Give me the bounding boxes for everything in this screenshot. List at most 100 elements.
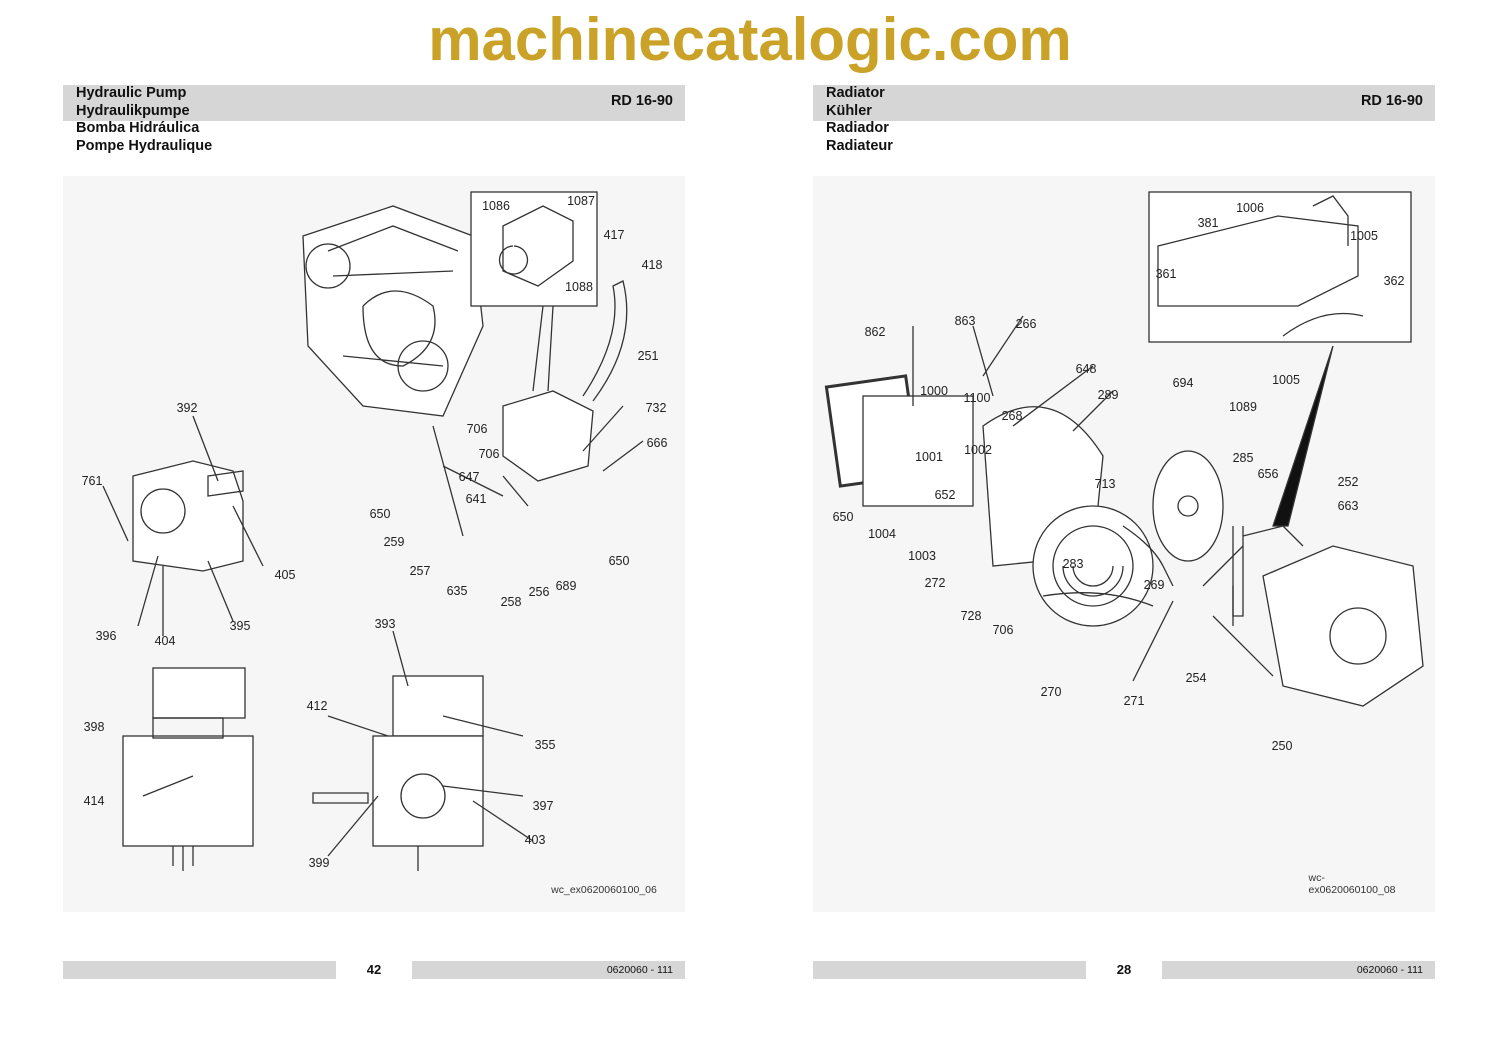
header-bar (813, 85, 1435, 121)
part-callout: 706 (992, 622, 1014, 637)
footer-bar-left (813, 961, 1086, 979)
header-bar (63, 85, 685, 121)
part-callout: 283 (1062, 556, 1084, 571)
title-de: Hydraulikpumpe (76, 102, 190, 119)
title-en: Radiator (826, 85, 885, 101)
part-callout: 641 (465, 491, 487, 506)
part-callout: 258 (500, 594, 522, 609)
exploded-diagram-radiator (813, 176, 1435, 912)
part-callout: 289 (1097, 387, 1119, 402)
part-callout: 1001 (915, 449, 943, 464)
page-number: 42 (366, 962, 382, 977)
part-callout: 1000 (920, 383, 948, 398)
document-number: 0620060 - 111 (606, 964, 673, 976)
part-callout: 713 (1094, 476, 1116, 491)
part-callout: 393 (374, 616, 396, 631)
part-callout: 399 (308, 855, 330, 870)
footer-bar-right (1162, 961, 1435, 979)
part-callout: 412 (306, 698, 328, 713)
part-callout: 694 (1172, 375, 1194, 390)
part-callout: 656 (1257, 466, 1279, 481)
part-callout: 404 (154, 633, 176, 648)
model-label: RD 16-90 (1360, 93, 1423, 109)
part-callout: 362 (1383, 273, 1405, 288)
part-callout: 1005 (1350, 228, 1378, 243)
title-de: Kühler (826, 102, 872, 119)
part-callout: 256 (528, 584, 550, 599)
title-es: Bomba Hidráulica (76, 120, 200, 136)
part-callout: 728 (960, 608, 982, 623)
part-callout: 706 (478, 446, 500, 461)
part-callout: 257 (409, 563, 431, 578)
part-callout: 418 (641, 257, 663, 272)
part-callout: 666 (646, 435, 668, 450)
part-callout: 285 (1232, 450, 1254, 465)
part-callout: 272 (924, 575, 946, 590)
title-en: Hydraulic Pump (76, 85, 187, 101)
part-callout: 381 (1197, 215, 1219, 230)
figure-reference: wc_ex0620060100_06 (551, 884, 657, 896)
section-titles: Radiator Kühler Radiador Radiateur (826, 85, 893, 155)
part-callout: 1100 (963, 390, 991, 405)
part-callout: 271 (1123, 693, 1145, 708)
part-callout: 251 (637, 348, 659, 363)
part-callout: 1006 (1236, 200, 1264, 215)
part-callout: 1089 (1229, 399, 1257, 414)
part-callout: 648 (1075, 361, 1097, 376)
part-callout: 689 (555, 578, 577, 593)
part-callout: 414 (83, 793, 105, 808)
part-callout: 862 (864, 324, 886, 339)
left-page: Hydraulic Pump Hydraulikpumpe Bomba Hidr… (63, 0, 685, 1061)
title-es: Radiador (826, 120, 889, 136)
part-callout: 1087 (567, 193, 595, 208)
title-fr: Pompe Hydraulique (76, 137, 213, 154)
part-callout: 761 (81, 473, 103, 488)
part-callout: 398 (83, 719, 105, 734)
part-callout: 647 (458, 469, 480, 484)
part-callout: 706 (466, 421, 488, 436)
part-callout: 650 (369, 506, 391, 521)
part-callout: 650 (832, 509, 854, 524)
pump-line-art (102, 191, 644, 871)
part-callout: 732 (645, 400, 667, 415)
part-callout: 266 (1015, 316, 1037, 331)
part-callout: 269 (1143, 577, 1165, 592)
footer-bar-left (63, 961, 336, 979)
right-page: Radiator Kühler Radiador Radiateur RD 16… (813, 0, 1435, 1061)
part-callout: 397 (532, 798, 554, 813)
radiator-line-art (824, 191, 1424, 707)
title-fr: Radiateur (826, 137, 893, 154)
part-callout: 1003 (908, 548, 936, 563)
part-callout: 355 (534, 737, 556, 752)
part-callout: 396 (95, 628, 117, 643)
part-callout: 635 (446, 583, 468, 598)
footer-bar-right (412, 961, 685, 979)
part-callout: 268 (1001, 408, 1023, 423)
part-callout: 270 (1040, 684, 1062, 699)
part-callout: 663 (1337, 498, 1359, 513)
figure-reference: wc-ex0620060100_08 (1308, 872, 1396, 896)
part-callout: 1005 (1272, 372, 1300, 387)
part-callout: 252 (1337, 474, 1359, 489)
part-callout: 250 (1271, 738, 1293, 753)
model-label: RD 16-90 (610, 93, 673, 109)
exploded-diagram-hydraulic-pump (63, 176, 685, 912)
part-callout: 259 (383, 534, 405, 549)
page-number: 28 (1116, 962, 1132, 977)
part-callout: 1002 (964, 442, 992, 457)
part-callout: 652 (934, 487, 956, 502)
part-callout: 650 (608, 553, 630, 568)
section-titles: Hydraulic Pump Hydraulikpumpe Bomba Hidr… (76, 85, 212, 155)
part-callout: 395 (229, 618, 251, 633)
watermark: machinecatalogic.com (428, 6, 1072, 73)
part-callout: 417 (603, 227, 625, 242)
part-callout: 1004 (868, 526, 896, 541)
part-callout: 392 (176, 400, 198, 415)
part-callout: 1088 (565, 279, 593, 294)
part-callout: 254 (1185, 670, 1207, 685)
part-callout: 1086 (482, 198, 510, 213)
part-callout: 863 (954, 313, 976, 328)
part-callout: 405 (274, 567, 296, 582)
document-number: 0620060 - 111 (1356, 964, 1423, 976)
part-callout: 361 (1155, 266, 1177, 281)
